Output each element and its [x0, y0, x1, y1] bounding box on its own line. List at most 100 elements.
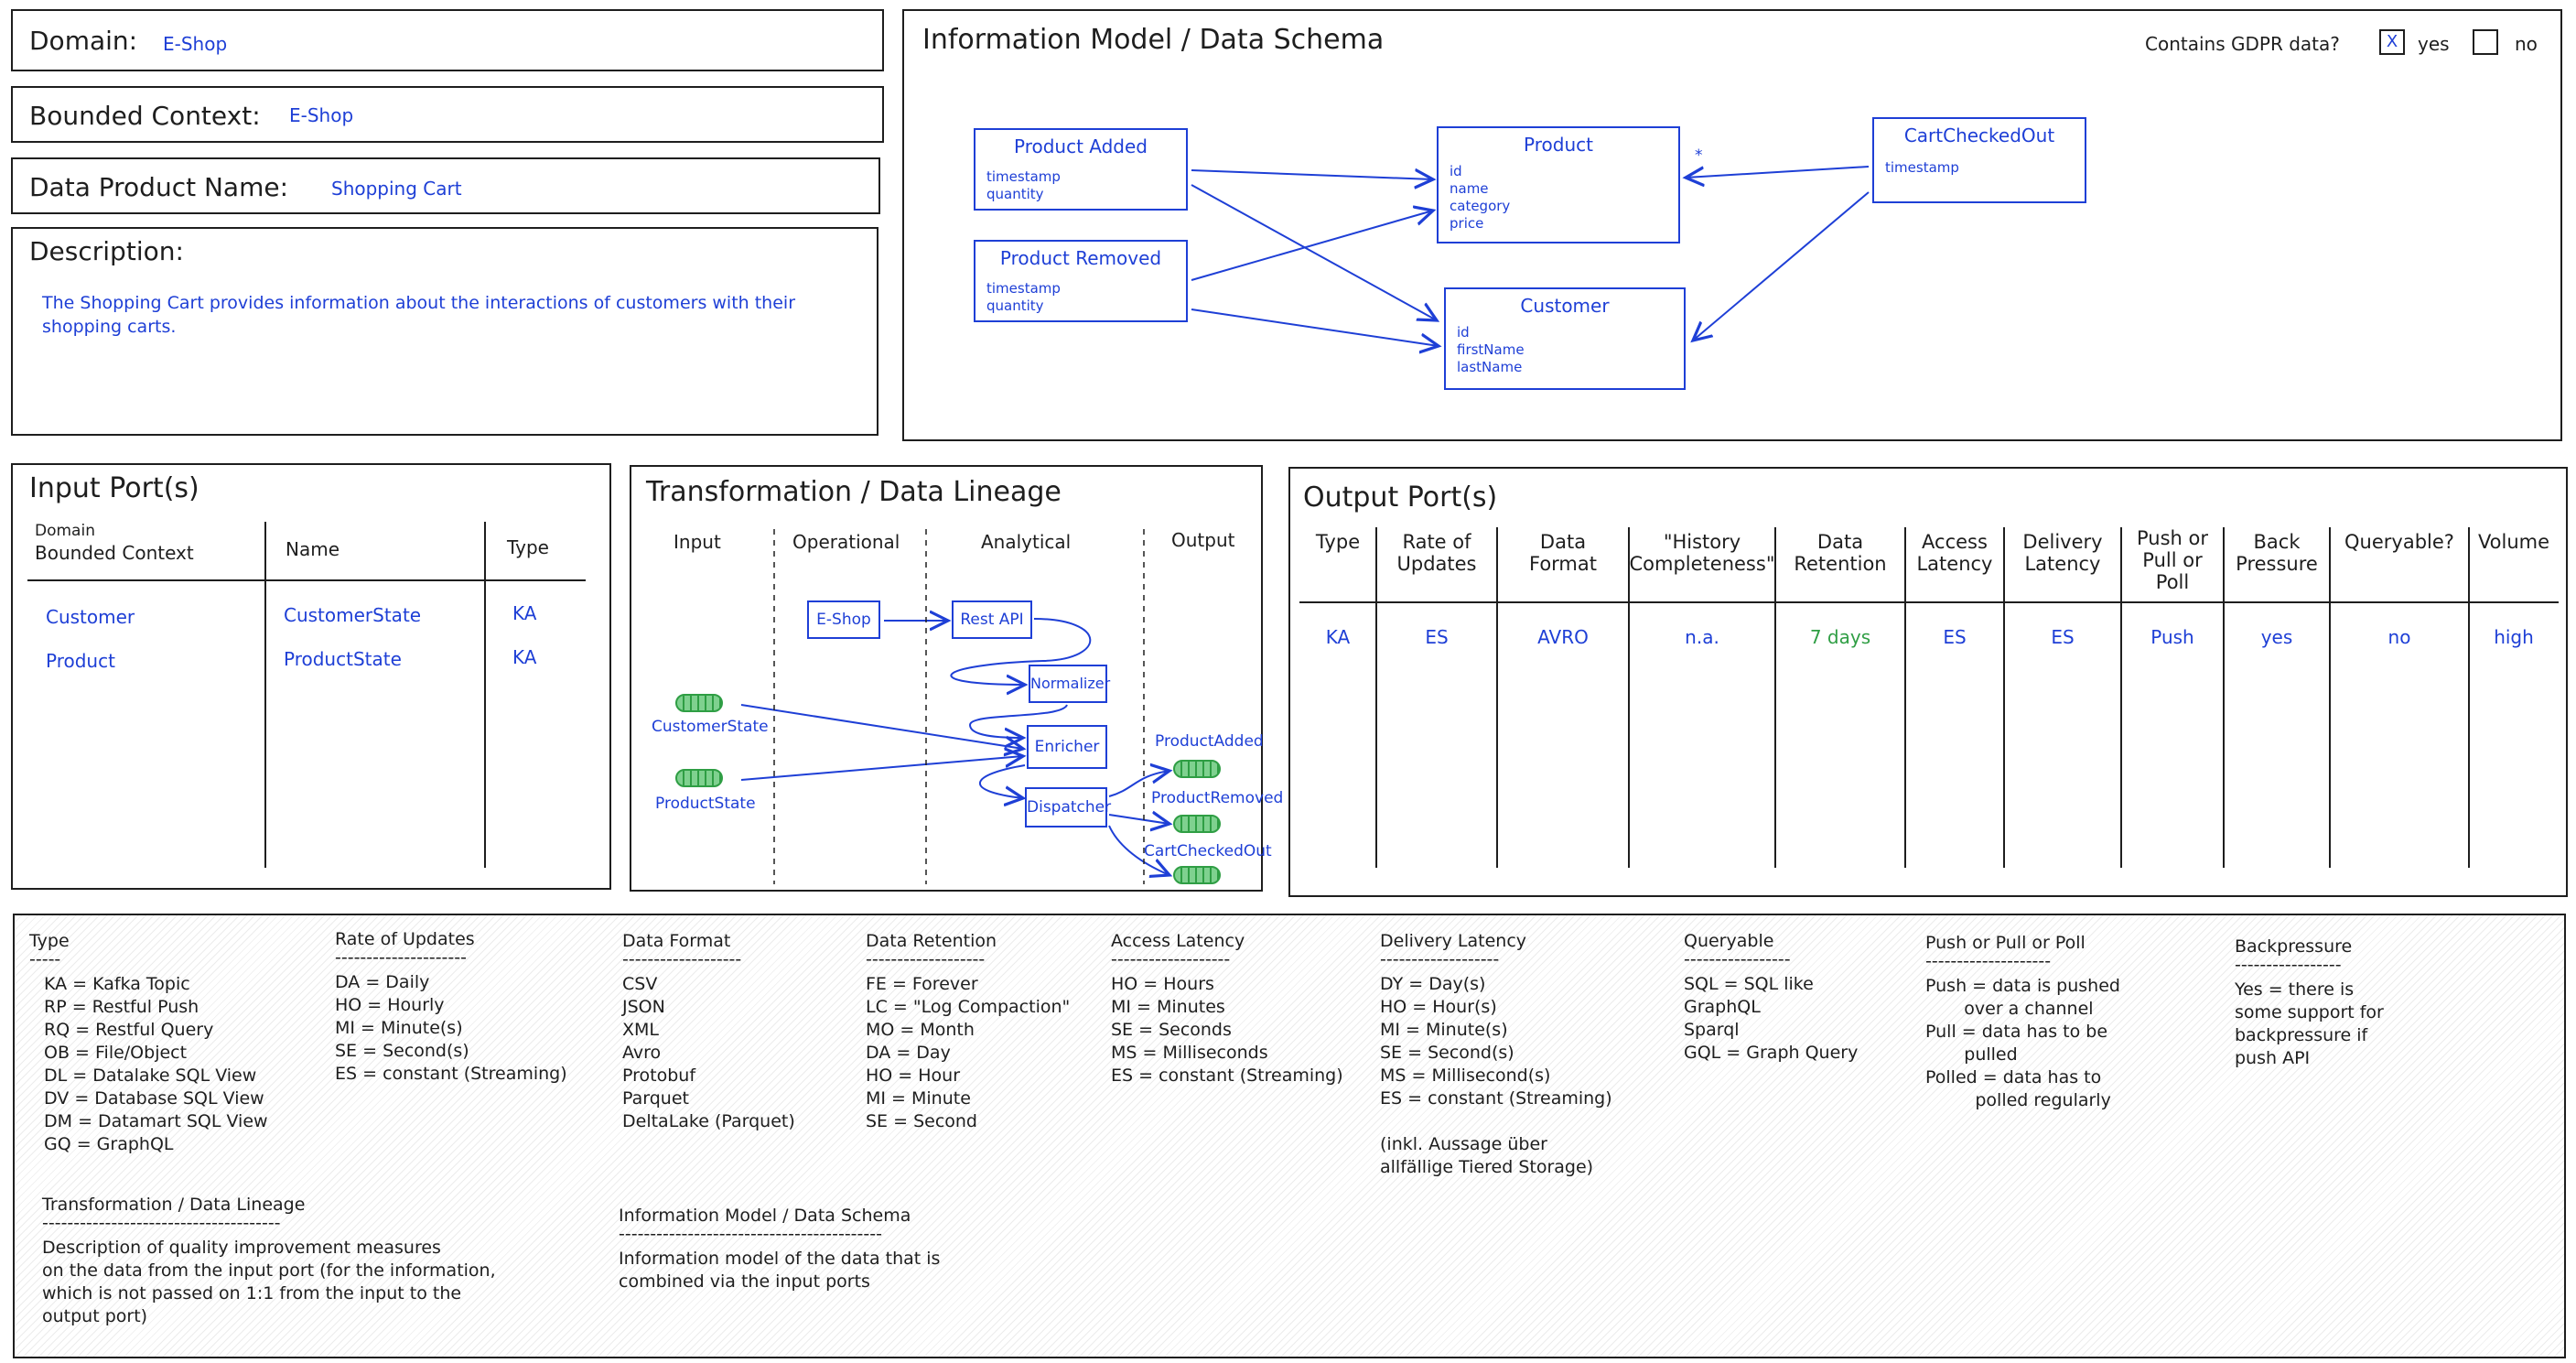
data-product-name-label: Data Product Name:	[29, 172, 289, 202]
output-value: Push	[2150, 626, 2194, 648]
lineage-arrow	[968, 704, 1068, 738]
entity-field: firstName	[1457, 341, 1525, 358]
output-value: high	[2494, 626, 2534, 648]
bounded-context-label: Bounded Context:	[29, 101, 261, 131]
legend-line: MI = Minute(s)	[335, 1018, 463, 1038]
data-product-name-value: Shopping Cart	[331, 178, 462, 200]
lineage-input-productstate: ProductState	[655, 795, 756, 813]
legend-rule: -----	[29, 949, 61, 969]
legend-line: DA = Day	[866, 1043, 951, 1063]
legend-line: over a channel	[1925, 999, 2094, 1019]
description-line-1: The Shopping Cart provides information a…	[42, 293, 796, 313]
legend-line: MI = Minutes	[1111, 997, 1225, 1017]
input-ports-box: Input Port(s) Domain Bounded Context Nam…	[11, 463, 611, 890]
legend-line: DeltaLake (Parquet)	[622, 1111, 795, 1131]
topic-icon	[675, 694, 723, 712]
gdpr-yes-checkbox[interactable]: X	[2379, 29, 2405, 55]
domain-box: Domain: E-Shop	[11, 9, 884, 71]
domain-label: Domain:	[29, 26, 138, 56]
legend-title: Information Model / Data Schema	[619, 1206, 911, 1226]
legend-title: Push or Pull or Poll	[1925, 933, 2086, 953]
entity-title: CartCheckedOut	[1903, 124, 2055, 146]
entity-title: Product	[1524, 134, 1593, 156]
output-col-header-line: Format	[1528, 553, 1597, 575]
output-col-header-line: Pull or	[2142, 549, 2203, 571]
lineage-output-productadded: ProductAdded	[1155, 732, 1264, 751]
lineage-arrow	[740, 756, 1023, 781]
legend-line: Parquet	[622, 1088, 689, 1109]
entity-field: timestamp	[986, 280, 1061, 297]
lineage-title: Transformation / Data Lineage	[646, 476, 1062, 508]
legend-line: GraphQL	[1684, 997, 1761, 1017]
input-col-domain: Domain	[35, 522, 95, 540]
legend-line: ES = constant (Streaming)	[1380, 1088, 1612, 1109]
legend-queryable: Queryable-----------------SQL = SQL like…	[1684, 930, 1858, 1065]
output-value: ES	[1425, 626, 1449, 648]
legend-title: Backpressure	[2235, 936, 2353, 957]
legend-line: allfällige Tiered Storage)	[1380, 1157, 1594, 1177]
lineage-col-output: Output	[1171, 529, 1235, 551]
gdpr-no-checkbox[interactable]	[2473, 29, 2498, 55]
legend-rule: -------------------	[1111, 949, 1231, 969]
legend-rule: -----------------	[2235, 955, 2342, 975]
description-line-2: shopping carts.	[42, 317, 177, 337]
entity-product-removed: Product Removed timestamp quantity	[974, 240, 1188, 322]
entity-field: timestamp	[1885, 159, 1959, 176]
legend-line: combined via the input ports	[619, 1271, 870, 1292]
legend-line: pulled	[1925, 1044, 2018, 1065]
lineage-node-eshop: E-Shop	[807, 600, 880, 639]
entity-cart-checked-out: CartCheckedOut timestamp	[1872, 117, 2086, 203]
legend-line: JSON	[622, 997, 665, 1017]
legend-line: GQL = Graph Query	[1684, 1043, 1859, 1063]
legend-line: output port)	[42, 1306, 148, 1326]
output-col-header-line: "History	[1663, 531, 1741, 553]
gdpr-question: Contains GDPR data?	[2145, 33, 2340, 55]
input-row-context: Customer	[46, 606, 135, 628]
legend-line: Avro	[622, 1043, 662, 1063]
input-col-name: Name	[286, 538, 340, 560]
legend-line: MI = Minute(s)	[1380, 1020, 1508, 1040]
legend-backpressure: Backpressure-----------------Yes = there…	[2235, 936, 2384, 1070]
legend-line: some support for	[2235, 1002, 2384, 1022]
input-col-type: Type	[507, 536, 549, 558]
schema-arrow	[1191, 170, 1433, 179]
output-col-header-line: Type	[1315, 531, 1361, 553]
legend-title: Delivery Latency	[1380, 931, 1527, 951]
legend-line: Information model of the data that is	[619, 1249, 941, 1269]
legend-rule: -------------------	[1380, 949, 1500, 969]
lineage-col-input: Input	[674, 531, 721, 553]
description-box: Description: The Shopping Cart provides …	[11, 227, 878, 436]
lineage-arrow	[1108, 815, 1169, 824]
output-col-header-line: Retention	[1794, 553, 1887, 575]
entity-field: quantity	[986, 186, 1044, 202]
legend-title: Data Retention	[866, 931, 997, 951]
schema-arrow	[1693, 191, 1870, 341]
output-col-header-line: Volume	[2477, 531, 2550, 553]
legend-line: RP = Restful Push	[44, 997, 199, 1017]
lineage-node-restapi: Rest API	[952, 600, 1032, 639]
output-col-header-line: Rate of	[1402, 531, 1471, 553]
legend-line: OB = File/Object	[44, 1043, 188, 1063]
input-row-type: KA	[512, 646, 537, 668]
legend-retention: Data Retention-------------------FE = Fo…	[866, 930, 1070, 1133]
lineage-arrow	[1108, 771, 1169, 797]
legend-title: Rate of Updates	[335, 929, 475, 949]
legend-line: SE = Seconds	[1111, 1020, 1232, 1040]
output-col-header-line: Latency	[2024, 553, 2101, 575]
output-ports-title: Output Port(s)	[1303, 481, 1498, 514]
output-col-header-line: Queryable?	[2344, 531, 2454, 553]
information-model-box: Information Model / Data Schema Contains…	[902, 9, 2562, 441]
multiplicity-star: *	[1695, 146, 1703, 165]
legend-line: on the data from the input port (for the…	[42, 1260, 496, 1281]
entity-title: Customer	[1520, 295, 1610, 317]
lineage-input-customerstate: CustomerState	[652, 718, 769, 736]
output-col-header-line: Updates	[1396, 553, 1477, 575]
legend-title: Data Format	[622, 931, 731, 951]
lineage-output-productremoved: ProductRemoved	[1151, 789, 1284, 807]
legend-line: HO = Hours	[1111, 974, 1214, 994]
legend-line: SQL = SQL like	[1684, 974, 1814, 994]
